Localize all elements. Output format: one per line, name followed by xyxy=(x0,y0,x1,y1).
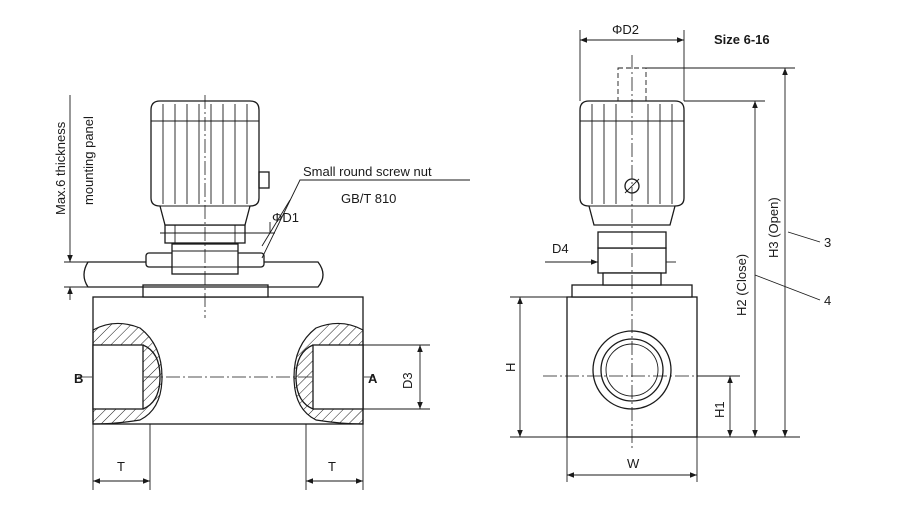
callout-3-leader xyxy=(787,231,821,243)
dim-h1-label: H1 xyxy=(712,401,727,418)
nut-note-line2: GB/T 810 xyxy=(341,191,396,206)
callout-4-label: 4 xyxy=(824,293,831,308)
dim-t-left-label: T xyxy=(117,459,125,474)
port-a-label: A xyxy=(368,371,378,386)
side-view xyxy=(510,30,821,482)
dim-t-right-label: T xyxy=(328,459,336,474)
dim-d2-label: ΦD2 xyxy=(612,22,639,37)
port-b-label: B xyxy=(74,371,83,386)
nut-leader xyxy=(261,179,470,259)
dim-h-label: H xyxy=(503,363,518,372)
set-screw xyxy=(258,171,270,189)
dim-h3-label: H3 (Open) xyxy=(766,197,781,258)
dim-d4-label: D4 xyxy=(552,241,569,256)
size-label: Size 6-16 xyxy=(714,32,770,47)
panel-note-line1: Max.6 thickness xyxy=(53,121,68,215)
dim-d3-label: D3 xyxy=(400,372,415,389)
mounting-panel xyxy=(83,261,324,288)
callout-3-label: 3 xyxy=(824,235,831,250)
top-boss xyxy=(142,284,269,298)
dim-h2-label: H2 (Close) xyxy=(734,254,749,316)
port-inner-circle xyxy=(600,338,664,402)
front-view xyxy=(64,95,470,490)
nut-note-line1: Small round screw nut xyxy=(303,164,432,179)
dim-d1-label: ΦD1 xyxy=(272,210,299,225)
panel-note-line2: mounting panel xyxy=(81,116,96,205)
port-a-bore xyxy=(312,344,364,410)
port-b-bore xyxy=(92,344,144,410)
dim-w-label: W xyxy=(627,456,640,471)
knurled-knob-side xyxy=(579,100,685,226)
callout-4-leader xyxy=(754,274,821,301)
